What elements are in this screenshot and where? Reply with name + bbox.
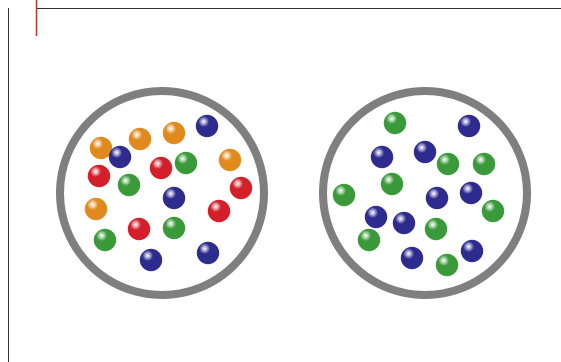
right-green-particle [436,254,458,276]
right-blue-particle [426,187,448,209]
right-green-particle [384,112,406,134]
right-blue-particle [460,182,482,204]
left-red-particle [88,165,110,187]
left-green-particle [118,174,140,196]
left-red-particle [230,177,252,199]
right-blue-particle [461,240,483,262]
right-green-particle [381,173,403,195]
left-blue-particle [163,187,185,209]
right-blue-particle [458,115,480,137]
right-blue-particle [414,141,436,163]
left-red-particle [208,200,230,222]
right-green-particle [437,153,459,175]
left-orange-particle [85,198,107,220]
left-blue-particle [140,249,162,271]
left-green-particle [94,229,116,251]
left-orange-particle [129,128,151,150]
right-green-particle [358,229,380,251]
left-orange-particle [219,149,241,171]
right-blue-particle [393,212,415,234]
left-blue-particle [109,146,131,168]
right-blue-particle [365,206,387,228]
right-blue-particle [401,247,423,269]
left-orange-particle [90,137,112,159]
left-orange-particle [163,122,185,144]
right-green-particle [473,153,495,175]
right-blue-particle [371,146,393,168]
left-green-particle [175,152,197,174]
left-blue-particle [196,115,218,137]
right-green-particle [425,218,447,240]
left-red-particle [128,218,150,240]
right-green-particle [482,200,504,222]
left-green-particle [163,217,185,239]
left-red-particle [150,157,172,179]
right-green-particle [333,184,355,206]
left-blue-particle [197,242,219,264]
